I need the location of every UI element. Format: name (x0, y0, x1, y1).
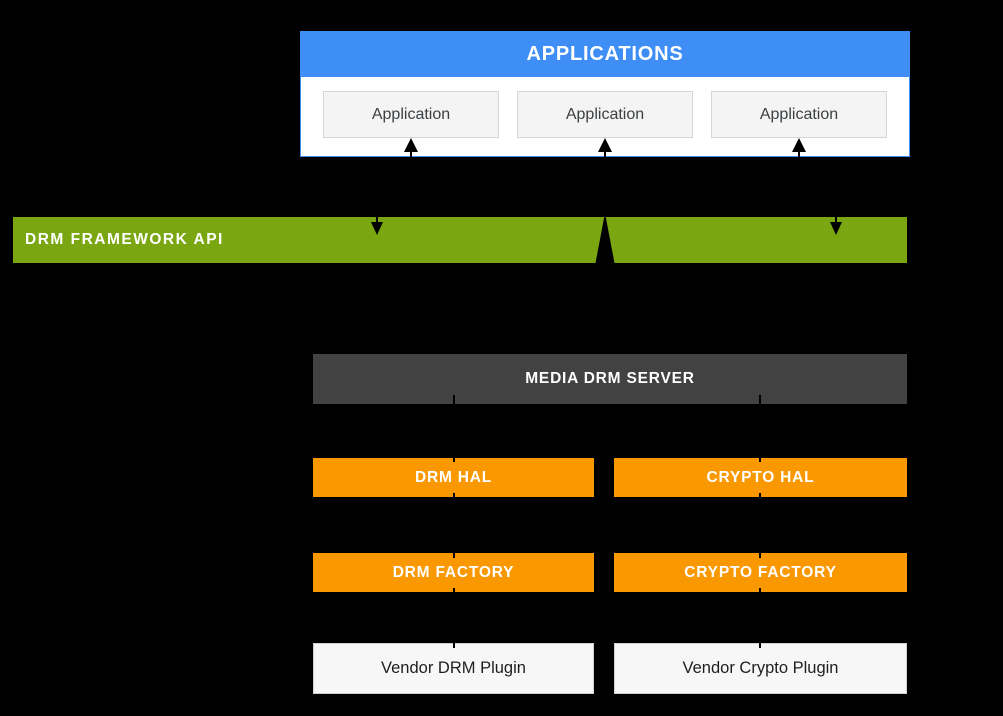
connector-line (453, 395, 455, 462)
down-arrow-icon (371, 222, 383, 235)
up-arrow-icon (598, 138, 612, 152)
crypto-hal-bar: CRYPTO HAL (614, 458, 907, 497)
applications-panel: APPLICATIONS Application Application App… (300, 31, 910, 157)
crypto-factory-label: CRYPTO FACTORY (684, 563, 837, 581)
connector-line (410, 150, 412, 210)
vendor-drm-plugin-label: Vendor DRM Plugin (381, 659, 526, 677)
media-drm-server-label: MEDIA DRM SERVER (525, 370, 695, 387)
drm-factory-bar: DRM FACTORY (313, 553, 594, 592)
connector-line (835, 160, 837, 223)
application-label: Application (565, 105, 645, 123)
application-box-2: Application (517, 91, 693, 138)
crypto-hal-label: CRYPTO HAL (706, 468, 815, 486)
drm-framework-api-label: DRM FRAMEWORK API (25, 231, 224, 248)
connector-line (453, 493, 455, 558)
crypto-factory-bar: CRYPTO FACTORY (614, 553, 907, 592)
application-label: Application (759, 105, 839, 123)
drm-hal-label: DRM HAL (414, 468, 493, 486)
connector-line (376, 160, 378, 223)
drm-hal-bar: DRM HAL (313, 458, 594, 497)
connector-line (798, 150, 800, 210)
connector-line (604, 150, 606, 210)
connector-line (453, 588, 455, 648)
application-label: Application (371, 105, 451, 123)
big-up-arrow-icon (590, 213, 620, 292)
connector-line (759, 493, 761, 558)
media-drm-server-bar: MEDIA DRM SERVER (313, 354, 907, 404)
down-arrow-icon (830, 222, 842, 235)
application-box-1: Application (323, 91, 499, 138)
vendor-crypto-plugin-box: Vendor Crypto Plugin (614, 643, 907, 694)
connector-line (759, 588, 761, 648)
up-arrow-icon (792, 138, 806, 152)
vendor-crypto-plugin-label: Vendor Crypto Plugin (682, 659, 839, 677)
connector-line (759, 395, 761, 462)
drm-framework-api-bar: DRM FRAMEWORK API (13, 217, 907, 263)
drm-factory-label: DRM FACTORY (392, 563, 515, 581)
application-box-3: Application (711, 91, 887, 138)
applications-title: APPLICATIONS (526, 43, 684, 65)
vendor-drm-plugin-box: Vendor DRM Plugin (313, 643, 594, 694)
up-arrow-icon (404, 138, 418, 152)
applications-header: APPLICATIONS (301, 32, 909, 77)
big-up-arrow-shaft (599, 290, 611, 354)
